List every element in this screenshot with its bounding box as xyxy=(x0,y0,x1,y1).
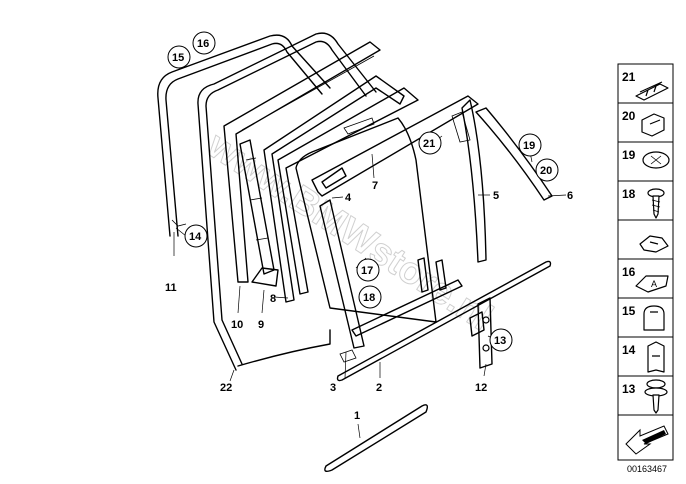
callout-numbers: 1 2 3 4 5 6 7 8 9 10 11 12 22 xyxy=(165,180,573,422)
callout-22: 22 xyxy=(220,382,232,394)
callout-3: 3 xyxy=(330,382,336,394)
svg-text:21: 21 xyxy=(423,138,435,150)
svg-text:18: 18 xyxy=(622,187,636,201)
callout-9: 9 xyxy=(258,319,264,331)
callout-2: 2 xyxy=(376,382,382,394)
svg-text:19: 19 xyxy=(622,148,636,162)
callout-7: 7 xyxy=(372,180,378,192)
svg-text:15: 15 xyxy=(172,52,184,64)
callout-10: 10 xyxy=(231,319,243,331)
part-window-glass-4 xyxy=(295,117,437,323)
part-trim-strip-3 xyxy=(319,199,365,349)
legend-row-15: 15 xyxy=(622,304,665,331)
svg-text:16: 16 xyxy=(622,265,636,279)
part-outer-weatherstrip xyxy=(157,34,331,237)
part-belt-moulding-2 xyxy=(336,260,552,382)
clip-a-icon xyxy=(635,275,669,293)
legend-row-14: 14 xyxy=(622,341,665,373)
legend-row-21: 21 xyxy=(622,70,669,101)
part-door-seal xyxy=(197,32,377,371)
legend-row-16: 16 A xyxy=(622,265,669,293)
svg-text:21: 21 xyxy=(622,70,636,84)
callout-8: 8 xyxy=(270,293,276,305)
part-lower-trim-1 xyxy=(324,404,429,473)
callout-4: 4 xyxy=(345,192,352,204)
washer-screw-icon xyxy=(644,379,668,414)
svg-text:20: 20 xyxy=(540,165,552,177)
callout-6: 6 xyxy=(567,190,573,202)
svg-text:A: A xyxy=(651,279,657,289)
callout-1: 1 xyxy=(354,410,360,422)
parts-legend: 21 20 19 18 xyxy=(617,63,674,461)
circled-callout-13: 13 xyxy=(489,328,513,352)
circled-callout-18: 18 xyxy=(358,285,382,309)
svg-text:19: 19 xyxy=(523,140,535,152)
legend-row-19: 19 xyxy=(622,148,670,169)
legend-row-17 xyxy=(639,235,669,253)
screw-head-icon xyxy=(642,151,670,169)
callout-12: 12 xyxy=(475,382,487,394)
nut-clip-icon xyxy=(639,235,669,253)
expansion-clip-icon xyxy=(643,305,665,331)
svg-text:14: 14 xyxy=(622,343,636,357)
legend-row-arrow xyxy=(625,425,669,455)
part-window-regulator-12 xyxy=(469,297,493,369)
diagram-id: 00163467 xyxy=(627,464,667,474)
circled-callout-14: 14 xyxy=(184,224,208,248)
svg-text:13: 13 xyxy=(622,382,636,396)
part-channel-10 xyxy=(223,41,381,283)
part-frame-strip-5 xyxy=(311,95,487,263)
circled-callout-20: 20 xyxy=(535,158,559,182)
legend-row-13: 13 xyxy=(622,379,668,414)
part-strip-6 xyxy=(475,107,553,201)
clip-icon xyxy=(635,81,669,101)
part-window-guide-9 xyxy=(239,139,279,287)
circled-callout-15: 15 xyxy=(167,45,191,69)
spring-nut-icon xyxy=(647,341,665,373)
legend-row-18: 18 xyxy=(622,187,665,219)
svg-text:15: 15 xyxy=(622,304,636,318)
part-glass-run-7 xyxy=(277,87,419,295)
svg-text:17: 17 xyxy=(361,265,373,277)
circled-callout-17: 17 xyxy=(356,258,380,282)
svg-text:16: 16 xyxy=(197,38,209,50)
svg-text:13: 13 xyxy=(494,335,506,347)
svg-text:20: 20 xyxy=(622,109,636,123)
circled-callout-16: 16 xyxy=(192,31,216,55)
screw-icon xyxy=(647,188,665,219)
part-sill-strip xyxy=(351,257,463,337)
legend-row-20: 20 xyxy=(622,109,665,137)
svg-text:14: 14 xyxy=(189,231,202,243)
svg-text:18: 18 xyxy=(363,292,375,304)
callout-11: 11 xyxy=(165,282,177,294)
bracket-clip-icon xyxy=(641,113,665,137)
circled-callouts: 15 16 14 21 19 20 17 18 xyxy=(167,31,559,352)
leader-lines xyxy=(173,135,567,439)
part-inner-frame-8 xyxy=(263,75,405,303)
circled-callout-21: 21 xyxy=(418,131,442,155)
callout-5: 5 xyxy=(493,190,499,202)
circled-callout-19: 19 xyxy=(518,133,542,157)
